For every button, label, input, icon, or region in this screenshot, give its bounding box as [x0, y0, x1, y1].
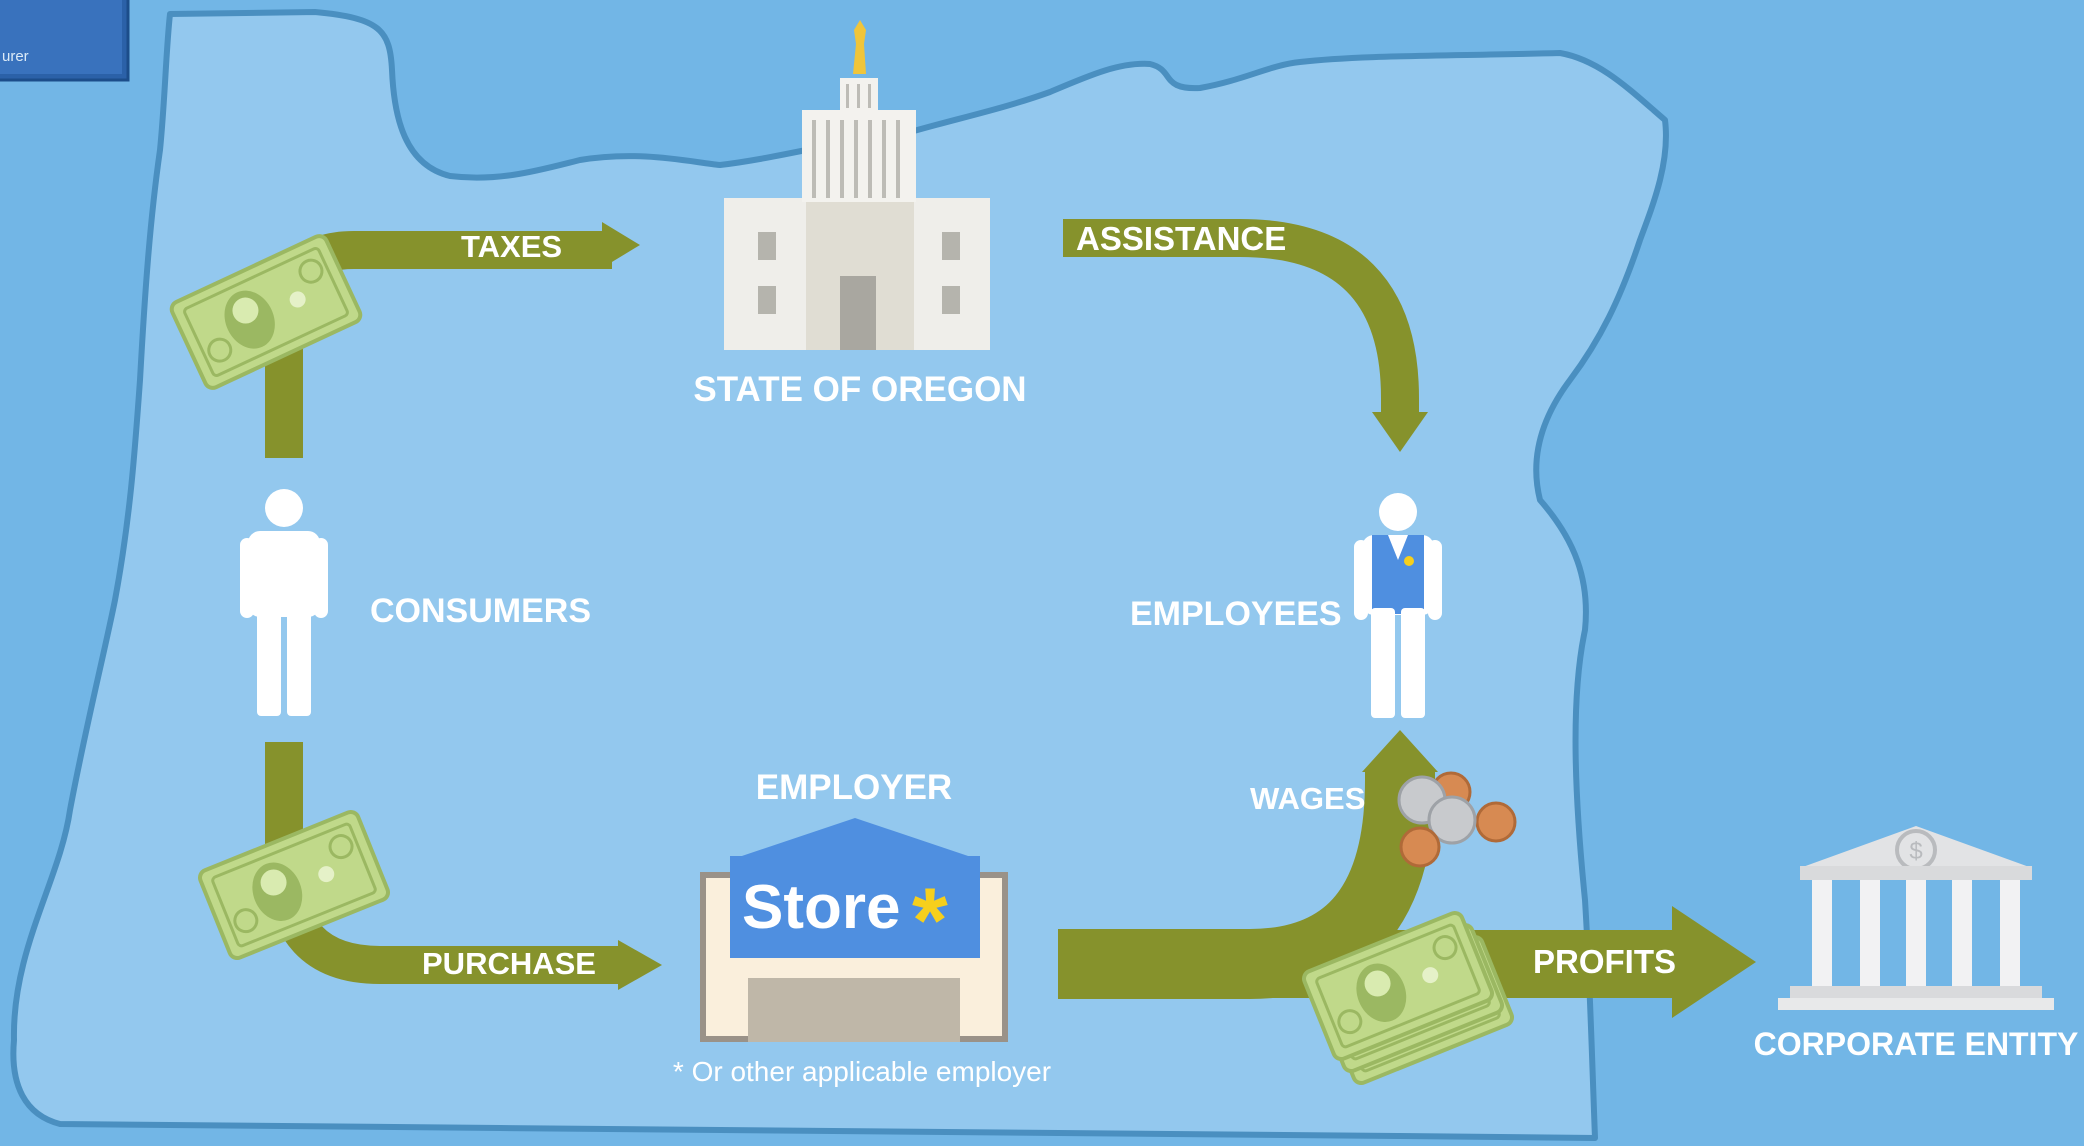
thumbnail-caption: urer [2, 48, 29, 65]
store-sign-symbol: * [912, 870, 948, 972]
taxes-label: TAXES [461, 229, 562, 264]
capitol-icon [724, 20, 990, 350]
profits-label: PROFITS [1533, 943, 1676, 980]
bank-icon: $ [1778, 826, 2054, 1010]
consumers-label: CONSUMERS [370, 592, 591, 630]
employees-label: EMPLOYEES [1130, 595, 1342, 633]
coins-icon [1397, 771, 1517, 868]
assistance-label: ASSISTANCE [1076, 220, 1286, 257]
wages-label: WAGES [1250, 781, 1365, 816]
corporate-label: CORPORATE ENTITY [1754, 1026, 2079, 1062]
state-label: STATE OF OREGON [693, 370, 1026, 409]
store-icon: Store * [700, 818, 1008, 1042]
assistance-arrow [1063, 219, 1428, 452]
store-sign-text: Store [742, 873, 900, 942]
footnote: * Or other applicable employer [673, 1056, 1051, 1087]
employee-icon [1354, 493, 1442, 718]
person-icon [240, 489, 328, 716]
employer-label: EMPLOYER [756, 768, 952, 807]
purchase-label: PURCHASE [422, 946, 596, 981]
svg-text:$: $ [1909, 838, 1922, 865]
